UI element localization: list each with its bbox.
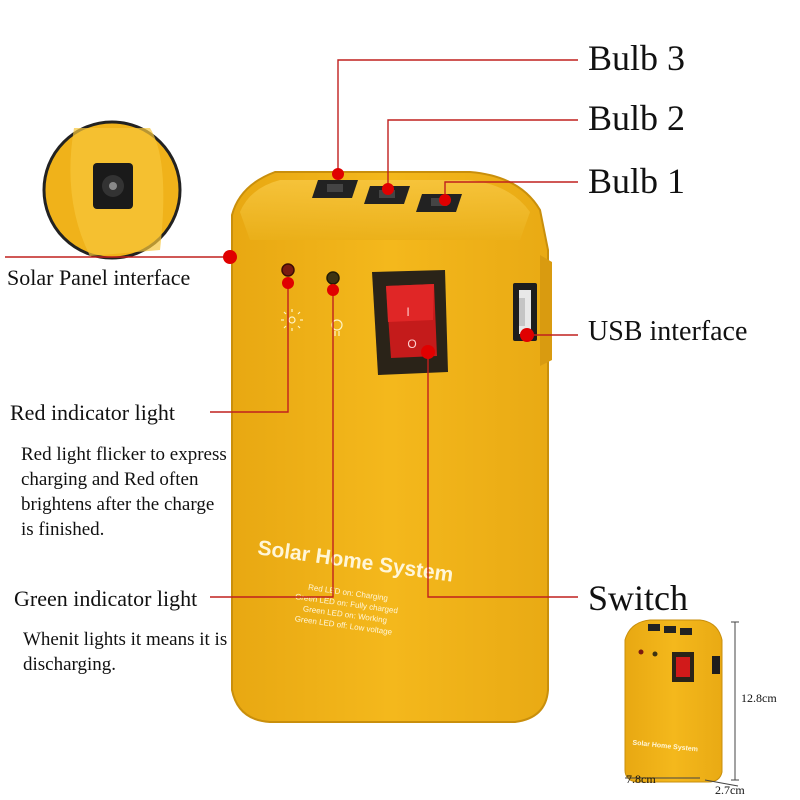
bulb-1-label: Bulb 1: [588, 161, 686, 201]
green-indicator-description: Whenit lights it means it is discharging…: [23, 629, 228, 675]
bulb-2-label: Bulb 2: [588, 98, 686, 138]
bulb-3-label: Bulb 3: [588, 38, 686, 78]
leader-lines: [5, 59, 578, 598]
bulb-icon: [331, 319, 343, 336]
red-led: [281, 263, 295, 277]
solar-jack-zoom: [42, 120, 182, 260]
callout-dots: [223, 168, 534, 359]
sun-icon: [281, 309, 303, 331]
rocker-switch: I O: [372, 270, 448, 375]
bulb-port-1: [416, 194, 462, 212]
switch-off-symbol: O: [407, 337, 416, 351]
usb-label: USB interface: [588, 316, 748, 347]
width-dimension: 7.8cm: [626, 772, 656, 786]
red-indicator-description: Red light flicker to express charging an…: [21, 444, 227, 540]
height-dimension: 12.8cm: [741, 691, 777, 705]
green-led: [326, 271, 340, 285]
thumbnail-device: Solar Home System: [624, 619, 723, 783]
switch-label: Switch: [588, 578, 689, 618]
bulb-port-3: [312, 180, 358, 198]
red-indicator-label: Red indicator light: [10, 400, 175, 425]
device-body: [231, 171, 552, 723]
dimension-lines: [625, 621, 739, 787]
green-indicator-label: Green indicator light: [14, 586, 198, 611]
usb-port: [513, 283, 537, 341]
switch-on-symbol: I: [406, 305, 409, 319]
depth-dimension: 2.7cm: [715, 783, 745, 797]
solar-panel-label: Solar Panel interface: [7, 265, 191, 290]
